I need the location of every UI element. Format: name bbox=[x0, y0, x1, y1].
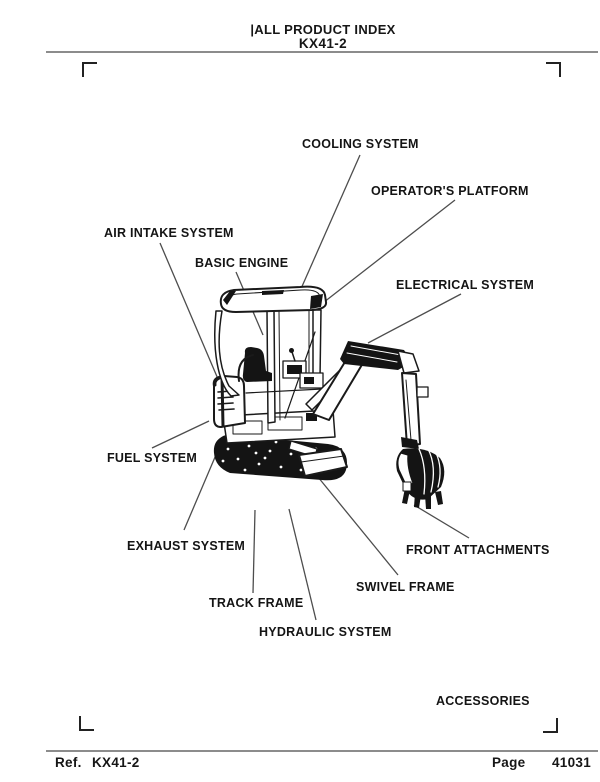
leader-track-frame bbox=[252, 509, 256, 594]
leader-electrical-system bbox=[367, 293, 462, 344]
model-number: KX41-2 bbox=[298, 36, 348, 51]
excavator-illustration bbox=[212, 285, 445, 509]
footer-ref-value: KX41-2 bbox=[92, 755, 140, 770]
label-fuel-system: FUEL SYSTEM bbox=[107, 451, 198, 465]
boom-arm bbox=[305, 341, 429, 449]
leader-operators-platform bbox=[318, 199, 456, 307]
leader-cooling-system bbox=[299, 154, 361, 292]
leader-air-intake-system bbox=[159, 242, 219, 380]
dozer-blade bbox=[288, 440, 348, 477]
engine-controls bbox=[237, 348, 324, 394]
leader-fuel-system bbox=[151, 420, 210, 449]
canopy bbox=[214, 285, 328, 424]
leader-front-attachments bbox=[413, 504, 470, 539]
label-exhaust-system: EXHAUST SYSTEM bbox=[127, 539, 246, 553]
label-track-frame: TRACK FRAME bbox=[209, 596, 304, 610]
footer-page-value: 41031 bbox=[552, 755, 592, 770]
crop-mark-top-right bbox=[546, 62, 561, 77]
label-electrical-system: ELECTRICAL SYSTEM bbox=[396, 278, 535, 292]
leader-swivel-frame bbox=[308, 465, 399, 576]
bucket bbox=[396, 448, 445, 509]
footer-ref-label: Ref. bbox=[55, 755, 82, 770]
label-cooling-system: COOLING SYSTEM bbox=[302, 137, 419, 151]
label-front-attachments: FRONT ATTACHMENTS bbox=[406, 543, 550, 557]
label-hydraulic-system: HYDRAULIC SYSTEM bbox=[259, 625, 392, 639]
label-operators-platform: OPERATOR'S PLATFORM bbox=[371, 184, 529, 198]
crop-mark-bottom-left bbox=[79, 716, 94, 731]
crop-mark-bottom-right bbox=[543, 718, 558, 733]
label-basic-engine: BASIC ENGINE bbox=[195, 256, 289, 270]
crop-mark-top-left bbox=[82, 62, 97, 77]
label-swivel-frame: SWIVEL FRAME bbox=[356, 580, 455, 594]
tank-housing bbox=[212, 375, 246, 428]
footer-page-label: Page bbox=[492, 755, 526, 770]
label-accessories: ACCESSORIES bbox=[436, 694, 530, 708]
page-title: |ALL PRODUCT INDEX bbox=[250, 22, 396, 37]
header-rule bbox=[46, 51, 598, 53]
footer-rule bbox=[46, 750, 598, 752]
label-air-intake-system: AIR INTAKE SYSTEM bbox=[104, 226, 234, 240]
leader-hydraulic-system bbox=[288, 508, 317, 621]
